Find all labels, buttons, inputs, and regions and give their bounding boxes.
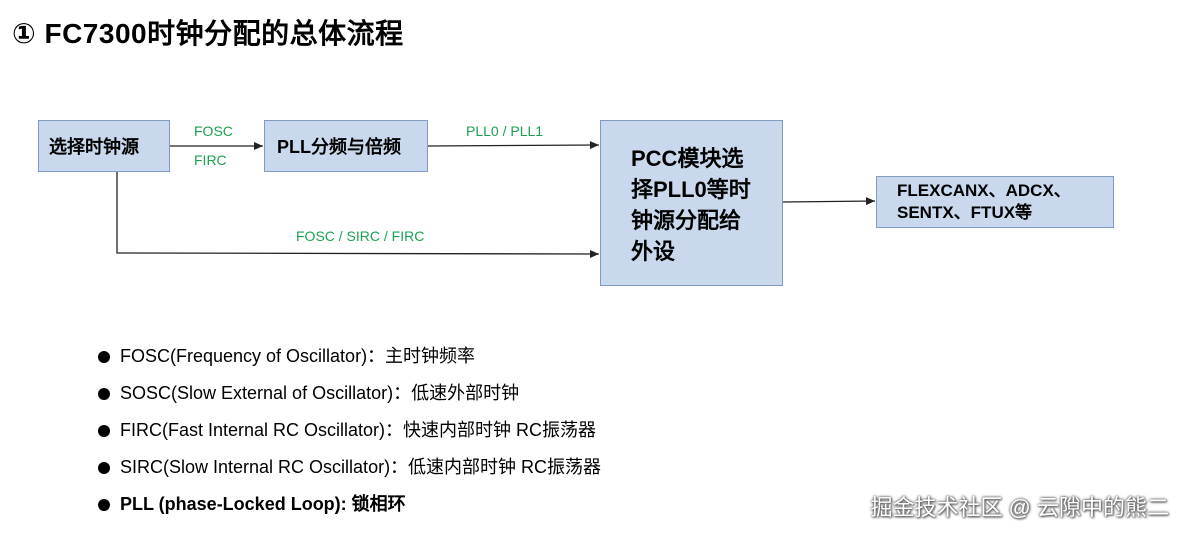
peripherals-box: FLEXCANX、ADCX、 SENTX、FTUX等 bbox=[876, 176, 1114, 228]
watermark: 掘金技术社区 @ 云隙中的熊二 bbox=[870, 495, 1169, 520]
list-item: SIRC(Slow Internal RC Oscillator)：低速内部时钟… bbox=[96, 449, 601, 486]
list-item: FIRC(Fast Internal RC Oscillator)：快速内部时钟… bbox=[96, 412, 601, 449]
edge-label-direct: FOSC / SIRC / FIRC bbox=[296, 228, 425, 244]
peripherals-line-1: FLEXCANX、ADCX、 bbox=[897, 181, 1071, 200]
pll-box: PLL分频与倍频 bbox=[264, 120, 428, 172]
edge-label-firc: FIRC bbox=[194, 152, 227, 168]
bullet-icon bbox=[98, 499, 110, 511]
arrow-source-to-pcc bbox=[116, 172, 600, 258]
edge-label-pll-out: PLL0 / PLL1 bbox=[466, 123, 544, 139]
arrow-pcc-to-peripherals bbox=[782, 197, 876, 206]
bullet-icon bbox=[98, 351, 110, 363]
bullet-icon bbox=[98, 462, 110, 474]
arrow-pll-to-pcc bbox=[427, 141, 600, 150]
peripherals-line-2: SENTX、FTUX等 bbox=[897, 203, 1033, 222]
page-title: ① FC7300时钟分配的总体流程 bbox=[12, 18, 404, 49]
pcc-module-box: PCC模块选择PLL0等时钟源分配给外设 bbox=[600, 120, 783, 286]
clock-source-box: 选择时钟源 bbox=[38, 120, 170, 172]
bullet-icon bbox=[98, 388, 110, 400]
bullet-icon bbox=[98, 425, 110, 437]
list-item: SOSC(Slow External of Oscillator)：低速外部时钟 bbox=[96, 375, 601, 412]
list-item: PLL (phase-Locked Loop): 锁相环 bbox=[96, 486, 601, 523]
edge-label-fosc: FOSC bbox=[194, 123, 233, 139]
definition-list: FOSC(Frequency of Oscillator)：主时钟频率 SOSC… bbox=[96, 338, 601, 523]
list-item: FOSC(Frequency of Oscillator)：主时钟频率 bbox=[96, 338, 601, 375]
